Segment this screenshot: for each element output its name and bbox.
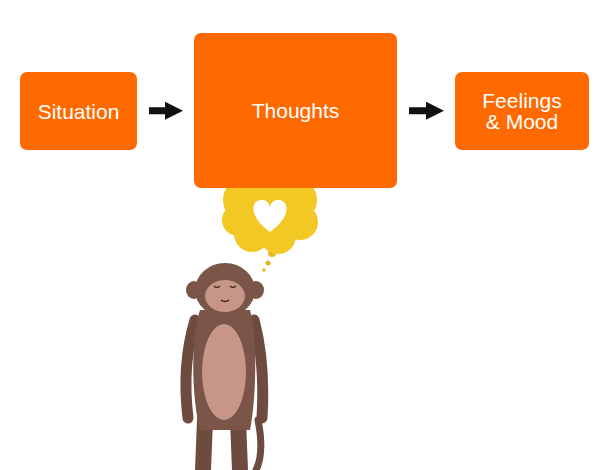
heart-symbol bbox=[253, 200, 286, 232]
monkey-head bbox=[195, 263, 255, 317]
situation-box: Situation bbox=[20, 72, 137, 150]
monkey-body bbox=[193, 310, 255, 430]
monkey-belly bbox=[202, 324, 246, 420]
thought-dot bbox=[262, 268, 266, 272]
box-label: Situation bbox=[38, 101, 120, 122]
monkey-arm bbox=[254, 320, 263, 418]
monkey-tail bbox=[256, 420, 261, 470]
thoughts-box: Thoughts bbox=[194, 33, 397, 188]
flow-arrow bbox=[149, 107, 174, 114]
box-label: Thoughts bbox=[252, 100, 340, 121]
monkey-face bbox=[205, 280, 245, 312]
monkey-eyes bbox=[214, 286, 236, 288]
box-label: Feelings & Mood bbox=[476, 90, 568, 132]
feelings-box: Feelings & Mood bbox=[455, 72, 589, 150]
monkey-mouth bbox=[221, 300, 229, 302]
flow-arrow bbox=[409, 107, 435, 114]
thought-dot bbox=[266, 261, 271, 266]
